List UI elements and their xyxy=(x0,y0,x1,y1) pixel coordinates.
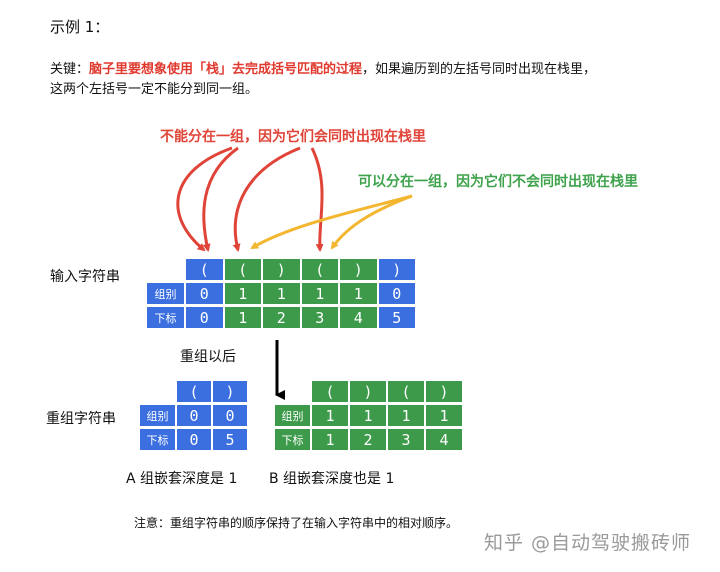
group-a-caption: A 组嵌套深度是 1 xyxy=(126,471,238,487)
group-cell: 1 xyxy=(223,282,262,305)
index-cell: 0 xyxy=(176,428,212,451)
char-cell: ) xyxy=(262,258,301,281)
group-cell: 1 xyxy=(311,404,349,427)
index-cell: 2 xyxy=(262,306,301,329)
index-cell: 5 xyxy=(377,306,416,329)
index-cell: 3 xyxy=(387,428,425,451)
index-row-label: 下标 xyxy=(274,428,311,451)
example-title: 示例 1： xyxy=(50,18,110,36)
yellow-arrow-to-char-1 xyxy=(250,194,413,250)
index-row-label: 下标 xyxy=(139,428,176,451)
group-cell: 0 xyxy=(185,282,224,305)
group-row-label: 组别 xyxy=(146,282,185,305)
green-annotation: 可以分在一组，因为它们不会同时出现在栈里 xyxy=(358,174,638,190)
char-cell: ( xyxy=(300,258,339,281)
regroup-label: 重组以后 xyxy=(180,349,236,365)
char-cell: ) xyxy=(349,380,387,403)
red-annotation: 不能分在一组，因为它们会同时出现在栈里 xyxy=(160,129,426,145)
group-cell: 1 xyxy=(262,282,301,305)
group-cell: 1 xyxy=(339,282,378,305)
char-cell: ( xyxy=(387,380,425,403)
group-cell: 1 xyxy=(387,404,425,427)
group-b-caption: B 组嵌套深度也是 1 xyxy=(269,471,395,487)
char-cell: ( xyxy=(185,258,224,281)
char-cell: ( xyxy=(311,380,349,403)
input-label: 输入字符串 xyxy=(50,269,120,285)
index-cell: 2 xyxy=(349,428,387,451)
char-cell: ) xyxy=(212,380,248,403)
group-cell: 1 xyxy=(300,282,339,305)
char-cell: ( xyxy=(176,380,212,403)
group-row-label: 组别 xyxy=(139,404,176,427)
key-paragraph: 关键：脑子里要想象使用「栈」去完成括号匹配的过程，如果遍历到的左括号同时出现在栈… xyxy=(50,60,596,100)
group-cell: 0 xyxy=(212,404,248,427)
group-cell: 1 xyxy=(425,404,463,427)
footnote: 注意：重组字符串的顺序保持了在输入字符串中的相对顺序。 xyxy=(134,516,459,530)
red-arrow-to-char-0 xyxy=(176,146,233,252)
group-row-label: 组别 xyxy=(274,404,311,427)
index-cell: 4 xyxy=(425,428,463,451)
yellow-arrow-to-char-3 xyxy=(330,194,413,250)
key-prefix: 关键： xyxy=(50,62,90,77)
key-line2: 这两个左括号一定不能分到同一组。 xyxy=(50,82,259,97)
group-cell: 1 xyxy=(349,404,387,427)
char-cell: ) xyxy=(425,380,463,403)
red-arrow-to-char-3 xyxy=(310,147,324,252)
red-arrow-to-char-1-a xyxy=(202,146,239,252)
index-cell: 4 xyxy=(339,306,378,329)
regrouped-label: 重组字符串 xyxy=(46,411,116,427)
index-row-label: 下标 xyxy=(146,306,185,329)
index-cell: 5 xyxy=(212,428,248,451)
char-cell: ) xyxy=(377,258,416,281)
key-highlight: 脑子里要想象使用「栈」去完成括号匹配的过程 xyxy=(89,62,363,77)
red-arrow-to-char-1-b xyxy=(232,146,301,252)
group-cell: 0 xyxy=(377,282,416,305)
index-cell: 0 xyxy=(185,306,224,329)
index-cell: 1 xyxy=(311,428,349,451)
char-cell: ) xyxy=(339,258,378,281)
group-cell: 0 xyxy=(176,404,212,427)
index-cell: 3 xyxy=(300,306,339,329)
key-rest: ，如果遍历到的左括号同时出现在栈里， xyxy=(362,62,597,77)
char-cell: ( xyxy=(223,258,262,281)
watermark: 知乎 @自动驾驶搬砖师 xyxy=(484,532,692,554)
index-cell: 1 xyxy=(223,306,262,329)
